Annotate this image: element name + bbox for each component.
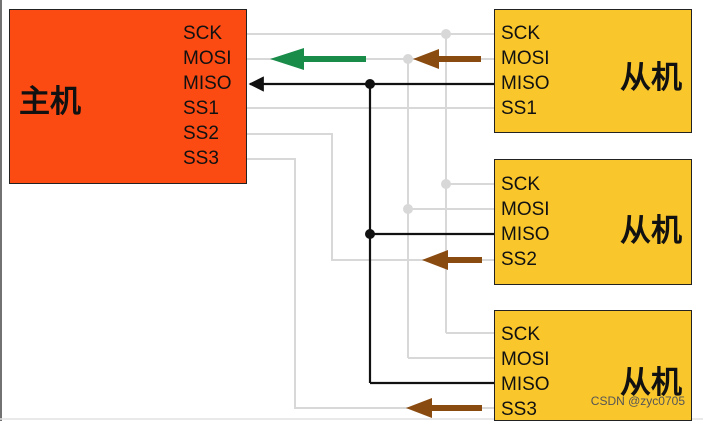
ss2-line [247, 133, 494, 261]
master-pin-ss3: SS3 [183, 148, 219, 169]
slave-3-pin-miso: MISO [501, 374, 550, 395]
junction-miso-2 [365, 229, 375, 239]
slave-3-pin-list: SCK MOSI MISO SS3 [501, 322, 550, 422]
slave-3-pin-sck: SCK [501, 324, 541, 345]
master-pin-ss1: SS1 [183, 98, 219, 119]
slave-box-1: 从机 SCK MOSI MISO SS1 [494, 9, 692, 133]
slave-1-pin-list: SCK MOSI MISO SS1 [501, 21, 550, 121]
slave-3-pin-mosi: MOSI [501, 349, 550, 370]
master-pin-sck: SCK [183, 23, 223, 44]
slave-2-pin-ss: SS2 [501, 249, 537, 270]
master-pin-mosi: MOSI [183, 48, 232, 69]
inactive-junctions [403, 29, 451, 214]
slave-2-pin-sck: SCK [501, 174, 541, 195]
brown-arrow-slave-1 [413, 49, 481, 69]
slave-1-pin-miso: MISO [501, 73, 550, 94]
slave-2-pin-miso: MISO [501, 224, 550, 245]
brown-arrow-slave-2 [422, 250, 482, 270]
master-box: 主机 SCK MOSI MISO SS1 SS2 SS3 [9, 9, 247, 184]
slave-2-pin-mosi: MOSI [501, 199, 550, 220]
slave-box-3: 从机 SCK MOSI MISO SS3 [494, 310, 692, 421]
slave-1-pin-ss: SS1 [501, 98, 537, 119]
slave-1-pin-mosi: MOSI [501, 48, 550, 69]
junction-mosi-1 [403, 54, 413, 64]
slave-2-pin-list: SCK MOSI MISO SS2 [501, 172, 550, 272]
watermark: CSDN @zyc0705 [590, 394, 685, 408]
junction-mosi-2 [403, 204, 413, 214]
junction-sck-2 [441, 179, 451, 189]
master-pin-miso: MISO [183, 73, 232, 94]
junction-miso-1 [365, 79, 375, 89]
slave-1-pin-sck: SCK [501, 23, 541, 44]
slave-1-title: 从机 [620, 60, 682, 96]
miso-junctions [365, 79, 375, 239]
slave-box-2: 从机 SCK MOSI MISO SS2 [494, 159, 692, 285]
flow-arrows [270, 48, 482, 418]
brown-arrow-slave-3 [406, 398, 482, 418]
slave-3-title: 从机 [620, 365, 682, 401]
green-arrow [270, 48, 366, 70]
master-pin-ss2: SS2 [183, 123, 219, 144]
junction-sck-1 [441, 29, 451, 39]
ss3-line [247, 158, 494, 409]
slave-3-pin-ss: SS3 [501, 399, 537, 420]
master-title: 主机 [19, 84, 81, 120]
slave-2-title: 从机 [620, 213, 682, 249]
master-pin-list: SCK MOSI MISO SS1 SS2 SS3 [183, 21, 232, 171]
